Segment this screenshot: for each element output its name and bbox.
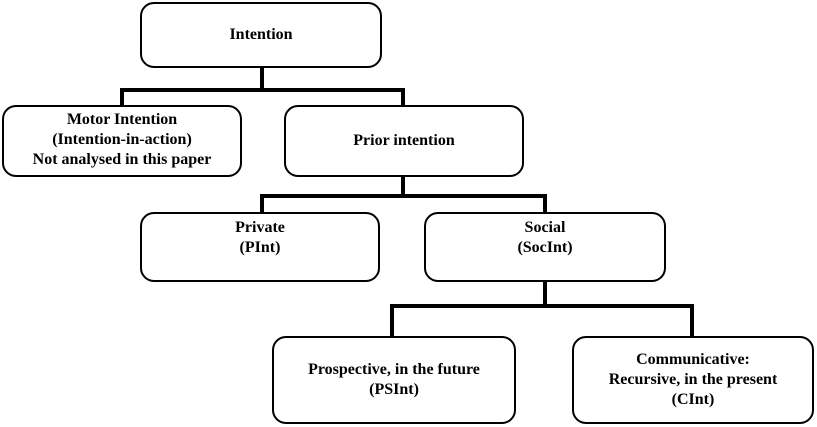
node-label: (PInt) (239, 239, 281, 256)
node-prospective: Prospective, in the future (PSInt) (272, 336, 516, 424)
node-label: Private (235, 219, 285, 236)
node-label: Recursive, in the present (608, 371, 778, 388)
node-label: (CInt) (671, 391, 715, 408)
node-label: Communicative: (636, 351, 750, 368)
node-label: (Intention-in-action) (52, 131, 192, 148)
node-motor-intention: Motor Intention (Intention-in-action) No… (2, 105, 242, 177)
node-label: Not analysed in this paper (32, 151, 212, 168)
node-label: Intention (229, 26, 293, 43)
node-social: Social (SocInt) (424, 212, 666, 282)
node-communicative: Communicative: Recursive, in the present… (572, 336, 814, 424)
node-intention: Intention (140, 2, 382, 68)
node-label: Prior intention (353, 132, 455, 149)
node-private: Private (PInt) (140, 212, 380, 282)
node-label: (PSInt) (369, 381, 419, 398)
node-label: Social (524, 219, 566, 236)
node-prior-intention: Prior intention (284, 105, 524, 177)
node-label: (SocInt) (517, 239, 573, 256)
node-label: Prospective, in the future (308, 361, 480, 378)
node-label: Motor Intention (66, 111, 178, 128)
